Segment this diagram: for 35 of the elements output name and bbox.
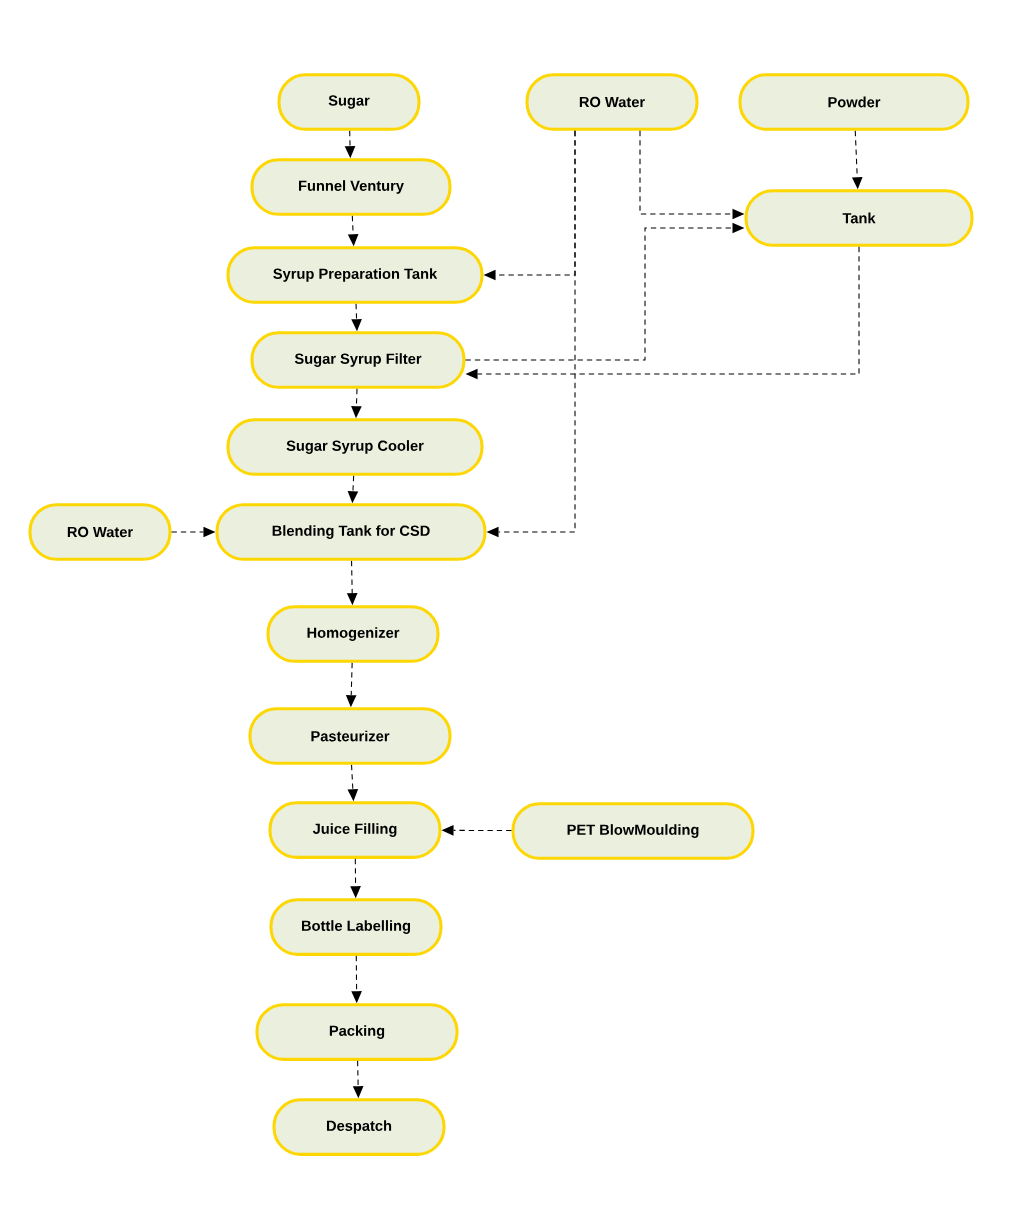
arrow — [639, 130, 745, 220]
arrow — [345, 662, 357, 708]
process-box: Sugar Syrup Cooler — [226, 418, 484, 476]
arrow — [465, 222, 745, 361]
arrow — [351, 303, 362, 332]
arrow — [486, 130, 576, 538]
process-box: Despatch — [272, 1098, 446, 1156]
arrow — [441, 825, 512, 836]
process-box: Funnel Ventury — [250, 158, 452, 216]
process-box: Sugar Syrup Filter — [250, 331, 466, 389]
process-box: Sugar — [277, 73, 421, 131]
process-box: Packing — [255, 1003, 459, 1061]
arrow — [171, 526, 216, 538]
arrow — [851, 130, 863, 190]
process-box: Pasteurizer — [248, 707, 452, 765]
process-box: Syrup Preparation Tank — [226, 246, 484, 304]
process-box: PET BlowMoulding — [511, 802, 755, 860]
arrow — [347, 215, 359, 247]
process-box: Juice Filling — [268, 801, 442, 859]
arrow — [346, 560, 358, 606]
arrow — [465, 246, 860, 380]
arrow — [350, 858, 361, 899]
arrow — [351, 388, 362, 419]
arrow — [344, 130, 356, 159]
process-box: RO Water — [525, 73, 699, 131]
arrow — [351, 955, 362, 1004]
process-box: Powder — [738, 73, 970, 131]
process-box: Blending Tank for CSD — [215, 503, 487, 561]
process-box: Bottle Labelling — [269, 898, 443, 956]
arrow — [352, 1060, 364, 1099]
arrow — [347, 764, 359, 802]
arrow — [347, 475, 359, 504]
process-box: Homogenizer — [266, 605, 440, 663]
process-box: RO Water — [28, 503, 172, 561]
process-box: Tank — [744, 189, 974, 247]
